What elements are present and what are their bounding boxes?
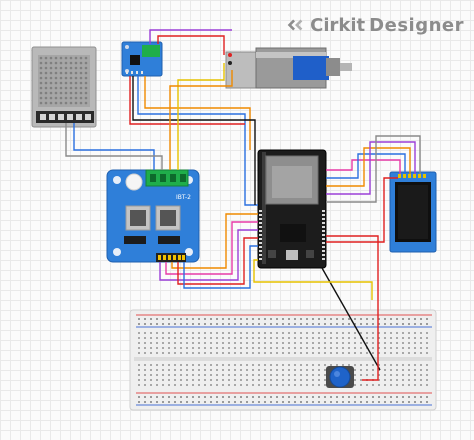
brand-header: Cirkit Designer <box>284 12 464 38</box>
power-supply[interactable] <box>31 46 97 128</box>
breadboard[interactable] <box>129 309 437 411</box>
wire-gray-esp-tft <box>326 135 421 203</box>
cirkit-logo-icon <box>287 19 303 31</box>
wire-red-sensor-motor <box>157 35 225 55</box>
esp32-board[interactable] <box>257 149 327 269</box>
wire-yellow-esp <box>253 259 373 300</box>
wire-red-esp-breadboard <box>326 235 379 381</box>
wire-orange-sensor <box>144 76 251 150</box>
wire-black-sensor-esp <box>132 76 256 205</box>
wire-purple-sensor <box>149 29 232 44</box>
brand-name-part2: Designer <box>369 14 464 36</box>
wire-magenta-esp-tft <box>326 159 401 174</box>
power-supply-mesh <box>39 56 88 105</box>
brand-name-part1: Cirkit <box>310 14 366 36</box>
motor-driver-ibt2[interactable]: IBT-2 <box>106 169 200 263</box>
wire-gray-psu <box>65 123 163 170</box>
driver-label: IBT-2 <box>176 194 191 201</box>
power-supply-terminals <box>40 114 91 120</box>
wire-orange-motor <box>169 70 233 170</box>
wire-blue-sensor <box>137 76 258 206</box>
wire-blue-esp-tft <box>326 153 406 179</box>
wire-orange-driver-esp <box>171 213 258 269</box>
wire-yellow-motor <box>177 63 225 170</box>
esp32-pins <box>259 210 325 260</box>
wire-red-sensor-esp <box>129 76 245 125</box>
wire-blue-psu <box>73 123 155 170</box>
wire-orange-esp-tft <box>326 147 411 187</box>
push-button[interactable] <box>326 366 354 388</box>
dc-motor[interactable] <box>225 47 352 89</box>
wire-blue-driver <box>183 245 258 289</box>
wires <box>65 29 421 381</box>
wire-magenta-driver-esp <box>165 221 258 275</box>
wire-purple-driver-esp <box>159 229 258 281</box>
sensor-module[interactable] <box>121 41 163 77</box>
wire-purple-esp-tft <box>326 141 416 195</box>
wire-red-driver <box>177 237 258 285</box>
wire-red-esp-tft <box>326 177 398 243</box>
tft-display[interactable] <box>389 171 437 253</box>
wire-black-esp-button <box>321 267 381 371</box>
